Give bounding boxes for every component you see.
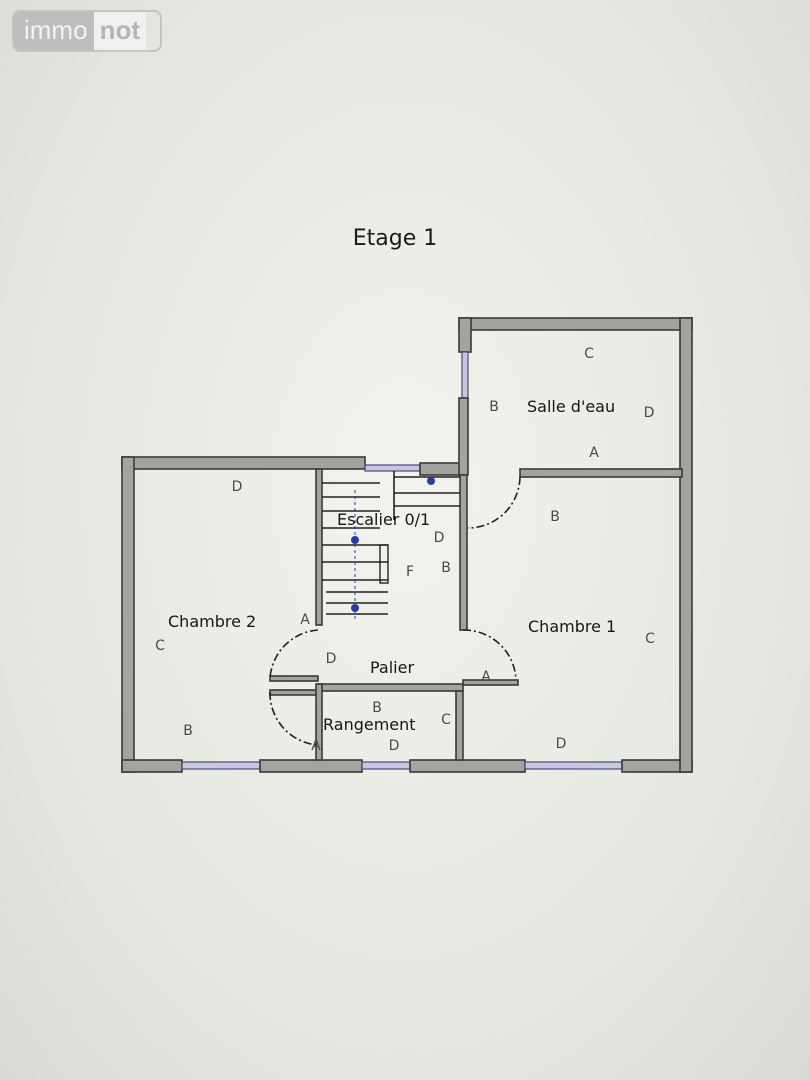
door-swing-chambre2[interactable] <box>269 629 319 679</box>
wall-mark: B <box>183 723 193 739</box>
wall-sde-bottom <box>519 468 683 478</box>
staircase <box>322 471 460 620</box>
door-stub-chambre1 <box>462 679 519 686</box>
wall-mark: C <box>155 638 165 654</box>
wall-mark: D <box>232 479 243 495</box>
wall-left <box>121 456 135 773</box>
wall-sde-left-2 <box>458 397 469 476</box>
room-label-salle-deau: Salle d'eau <box>527 397 615 416</box>
wall-rangement-left <box>315 683 323 761</box>
wall-mark: A <box>300 612 310 628</box>
floor-title: Etage 1 <box>352 226 438 251</box>
wall-mark: C <box>645 631 655 647</box>
room-labels: Salle d'eau Chambre 2 Escalier 0/1 Chamb… <box>168 397 616 734</box>
wall-palier-bottom <box>317 683 464 692</box>
door-swing-rangement[interactable] <box>269 691 319 746</box>
door-swing-salle-deau[interactable] <box>467 476 521 529</box>
wall-mark: F <box>406 564 414 580</box>
logo-part-not: not <box>93 12 146 50</box>
door-stub-chambre2-1 <box>269 675 319 682</box>
room-label-rangement: Rangement <box>323 715 416 734</box>
window-stairs <box>364 464 421 472</box>
wall-stairs-left <box>315 468 323 626</box>
stair-marker <box>351 604 359 612</box>
immonot-logo: immo not <box>12 10 162 52</box>
wall-mark: D <box>326 651 337 667</box>
wall-chambre1-left <box>459 474 468 631</box>
door-swing-chambre1[interactable] <box>462 629 517 681</box>
wall-mark: D <box>389 738 400 754</box>
wall-sde-left-1 <box>458 317 472 353</box>
room-label-chambre2: Chambre 2 <box>168 612 256 631</box>
walls <box>121 317 693 773</box>
wall-mark: D <box>434 530 445 546</box>
wall-bottom-3 <box>409 759 526 773</box>
window-chambre2 <box>181 761 261 770</box>
wall-marks: C B D A D C B A D B F B C D A D B C D A <box>155 346 655 754</box>
wall-right <box>679 317 693 773</box>
wall-mark: A <box>589 445 599 461</box>
wall-stairs-top <box>419 462 463 476</box>
window-chambre1 <box>524 761 623 770</box>
wall-mark: C <box>441 712 451 728</box>
wall-mark: A <box>481 669 491 685</box>
wall-mark: B <box>489 399 499 415</box>
window-salle-deau <box>461 351 469 399</box>
room-label-palier: Palier <box>370 658 414 677</box>
wall-top-salle-deau <box>458 317 693 331</box>
wall-top-chambre2 <box>121 456 366 470</box>
wall-mark: B <box>372 700 382 716</box>
stair-marker <box>427 477 435 485</box>
window-rangement <box>361 761 411 770</box>
room-label-chambre1: Chambre 1 <box>528 617 616 636</box>
logo-part-immo: immo <box>14 12 94 50</box>
door-stub-chambre2-2 <box>269 689 319 696</box>
wall-mark: B <box>441 560 451 576</box>
room-label-escalier: Escalier 0/1 <box>337 510 430 529</box>
stair-marker <box>351 536 359 544</box>
doors <box>269 476 521 746</box>
wall-mark: B <box>550 509 560 525</box>
wall-bottom-1 <box>121 759 183 773</box>
wall-mark: D <box>644 405 655 421</box>
wall-mark: A <box>311 738 321 754</box>
wall-mark: D <box>556 736 567 752</box>
wall-rangement-right <box>455 690 464 761</box>
wall-bottom-2 <box>259 759 363 773</box>
wall-mark: C <box>584 346 594 362</box>
